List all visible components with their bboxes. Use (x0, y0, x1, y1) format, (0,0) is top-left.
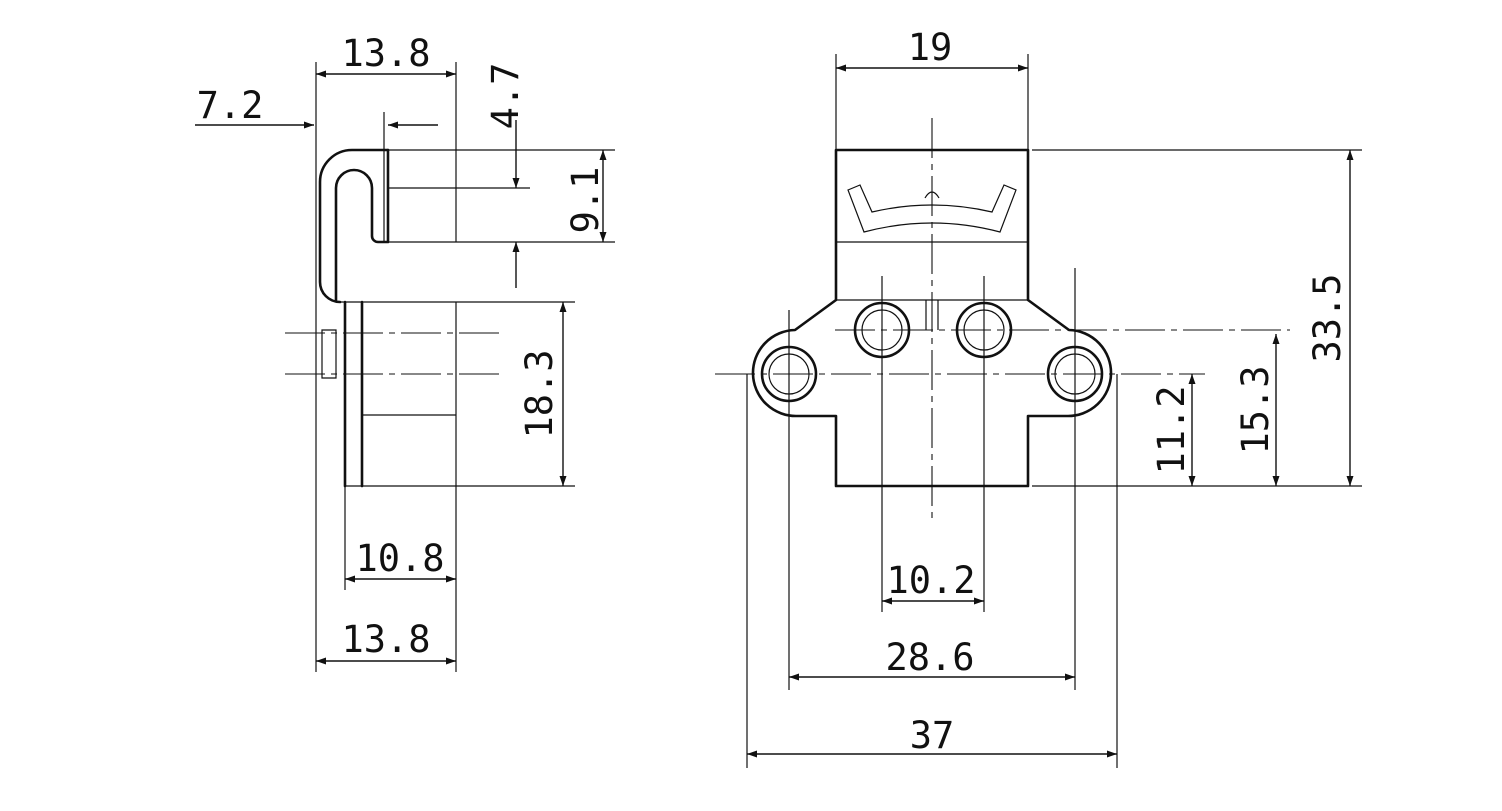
side-view-plate (343, 300, 364, 488)
front-dim-overall-width: 37 (910, 714, 955, 757)
front-view-outline (751, 148, 1113, 488)
side-dim-pin-offset: 7.2 (197, 84, 264, 127)
front-dim-inner-spacing: 10.2 (886, 559, 975, 602)
front-dim-lower-hole-height: 15.3 (1234, 365, 1277, 454)
side-view-pin (321, 329, 337, 379)
side-view-hook-inner (334, 148, 390, 302)
side-dim-bottom-width: 13.8 (341, 618, 430, 661)
side-view-hook-outline (318, 148, 390, 304)
front-dim-total-height: 33.5 (1306, 273, 1349, 362)
front-view-slot (925, 300, 939, 330)
side-view: 13.8 7.2 4.7 9.1 18.3 10.8 13.8 (195, 32, 615, 672)
side-dim-hook-height: 9.1 (564, 167, 607, 234)
front-dim-top-width: 19 (908, 26, 953, 69)
side-dim-inner-width: 10.8 (355, 537, 444, 580)
side-dim-top-width: 13.8 (341, 32, 430, 75)
side-dim-plate-height: 18.3 (518, 349, 561, 438)
side-dim-hook-offset: 4.7 (484, 63, 527, 130)
front-view: 19 33.5 15.3 11.2 10.2 28.6 37 (715, 26, 1362, 768)
front-dim-outer-spacing: 28.6 (885, 636, 974, 679)
front-dim-outer-hole-height: 11.2 (1150, 385, 1193, 474)
